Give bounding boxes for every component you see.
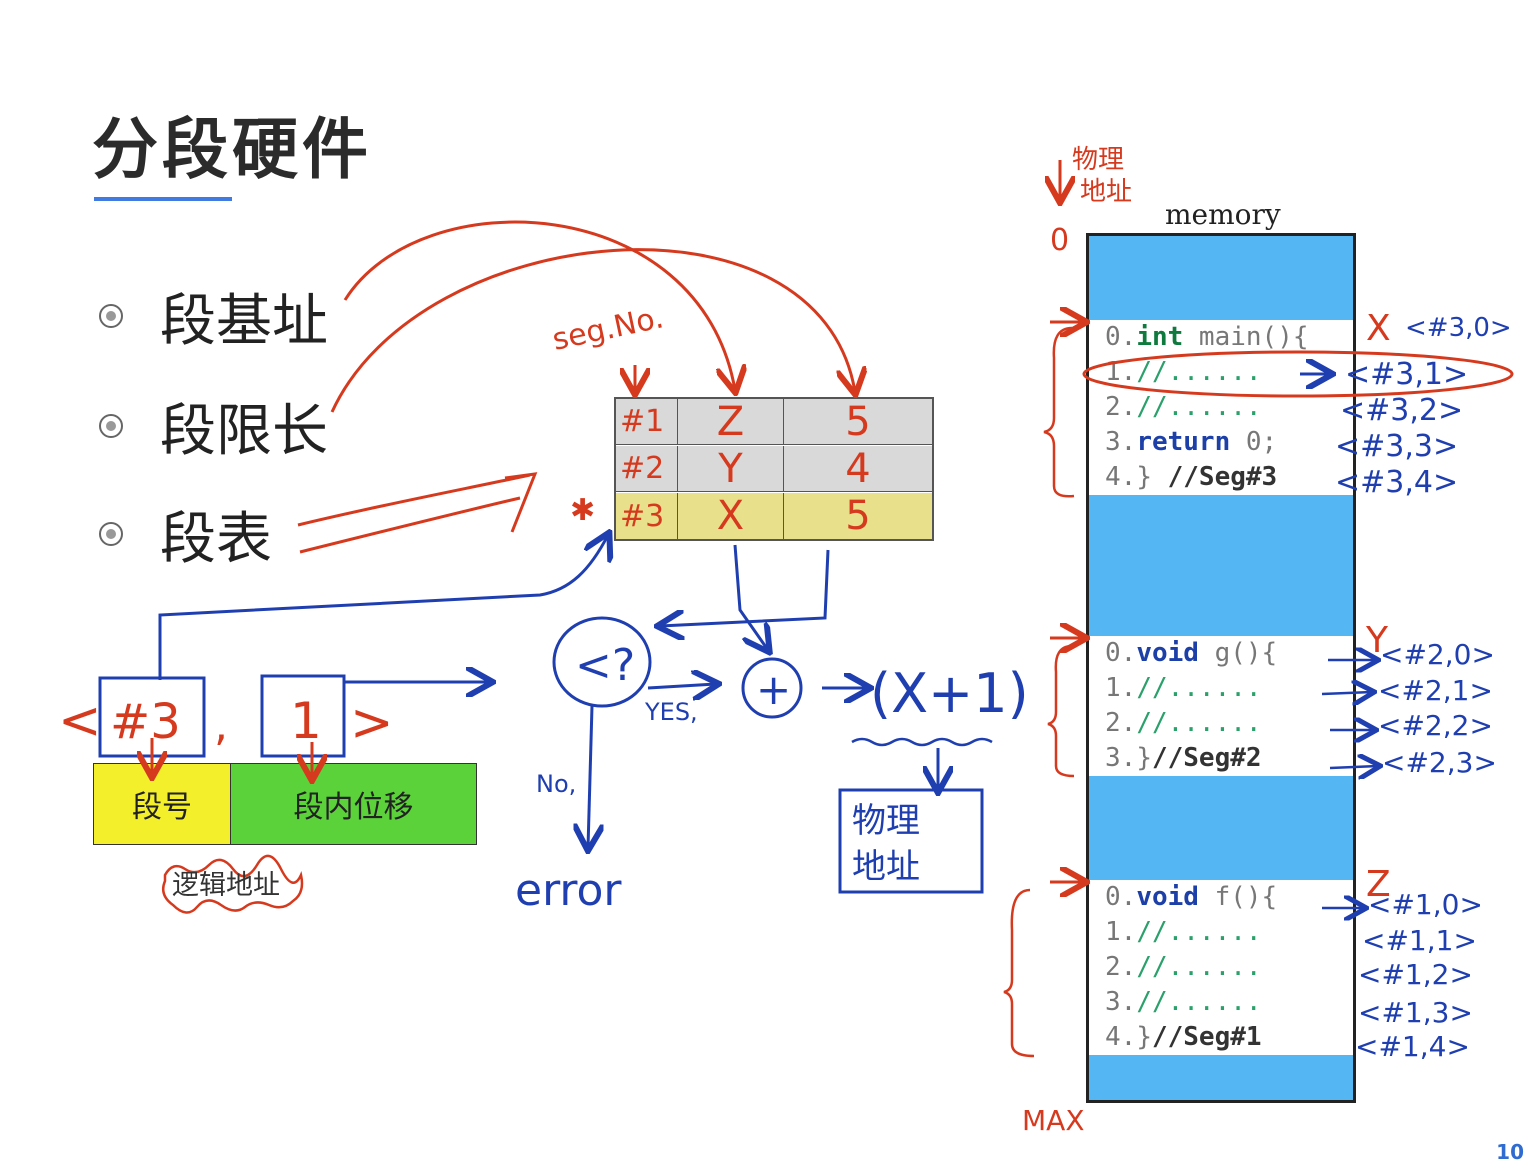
svg-text:YES,: YES, bbox=[644, 698, 698, 726]
svg-text:<#1,0>: <#1,0> bbox=[1368, 888, 1483, 921]
bullet-icon bbox=[99, 522, 123, 546]
segment-base-cell: Y bbox=[678, 446, 784, 492]
svg-text:1: 1 bbox=[290, 692, 322, 750]
bullet-label: 段表 bbox=[160, 506, 272, 572]
svg-text:>: > bbox=[350, 693, 394, 753]
svg-text:Z: Z bbox=[1366, 864, 1391, 905]
bullet-label: 段基址 bbox=[160, 288, 328, 354]
svg-text:<#2,1>: <#2,1> bbox=[1378, 674, 1493, 707]
physical-address-box bbox=[838, 788, 984, 894]
segment-table-row-highlighted: #3 X 5 bbox=[616, 493, 932, 539]
svg-text:<#2,0>: <#2,0> bbox=[1380, 638, 1495, 671]
code-line: 4.}//Seg#1 bbox=[1105, 1022, 1262, 1052]
bullet-segment-base: 段基址 bbox=[96, 284, 656, 354]
svg-text:物理: 物理 bbox=[1072, 145, 1124, 175]
code-line: 1.//...... bbox=[1105, 673, 1262, 703]
error-label: error bbox=[515, 865, 622, 916]
segment-number-cell: #1 bbox=[616, 399, 678, 445]
svg-text:0: 0 bbox=[1050, 223, 1069, 258]
svg-text:<#3,4>: <#3,4> bbox=[1335, 465, 1458, 500]
svg-text:地址: 地址 bbox=[852, 847, 920, 887]
seg-no-annotation: seg.No. bbox=[549, 300, 666, 358]
svg-text:<#3,1>: <#3,1> bbox=[1345, 357, 1468, 392]
arrow-limit-to-table bbox=[330, 248, 855, 413]
code-line: 3.}//Seg#2 bbox=[1105, 743, 1262, 773]
code-line: 3.return 0; bbox=[1105, 427, 1278, 457]
code-line: 1.//...... bbox=[1105, 917, 1262, 947]
logical-address-label: 逻辑地址 bbox=[172, 870, 280, 901]
code-line: 0.int main(){ bbox=[1105, 322, 1309, 352]
svg-text:<#1,1>: <#1,1> bbox=[1362, 924, 1477, 957]
bullet-segment-table: 段表 bbox=[96, 502, 656, 572]
svg-text:<#2,2>: <#2,2> bbox=[1378, 709, 1493, 742]
memory-segment-y: 0.void g(){ 1.//...... 2.//...... 3.}//S… bbox=[1089, 636, 1353, 776]
segment-table-row: #1 Z 5 bbox=[616, 399, 932, 445]
svg-text:+: + bbox=[756, 665, 791, 714]
page-number: 10 bbox=[1496, 1140, 1524, 1164]
adder-node bbox=[741, 657, 803, 719]
segment-y-addresses: <#2,0> <#2,1> <#2,2> <#2,3> bbox=[1378, 638, 1497, 779]
svg-text:X: X bbox=[1366, 308, 1391, 349]
page-title: 分段硬件 bbox=[92, 111, 372, 188]
arrow-base-to-table bbox=[343, 220, 735, 390]
code-line: 0.void f(){ bbox=[1105, 882, 1278, 912]
arrow-limit-to-compare bbox=[660, 549, 830, 626]
bullet-icon bbox=[99, 414, 123, 438]
svg-text:MAX: MAX bbox=[1022, 1104, 1085, 1137]
code-line: 3.//...... bbox=[1105, 987, 1262, 1017]
logical-address-format: 段号 段内位移 bbox=[93, 763, 477, 845]
segment-limit-cell: 5 bbox=[784, 399, 932, 445]
svg-text:<?: <? bbox=[575, 640, 635, 691]
svg-text:<#1,4>: <#1,4> bbox=[1355, 1030, 1470, 1063]
segment-limit-cell: 5 bbox=[845, 493, 871, 539]
memory-segment-z: 0.void f(){ 1.//...... 2.//...... 3.//..… bbox=[1089, 880, 1353, 1055]
segment-number-cell: #3 bbox=[616, 493, 678, 539]
svg-text:<#3,0>: <#3,0> bbox=[1405, 313, 1512, 343]
svg-text:<#1,2>: <#1,2> bbox=[1358, 958, 1473, 991]
memory-segment-x: 0.int main(){ 1.//...... 2.//...... 3.re… bbox=[1089, 320, 1353, 495]
bullet-segment-limit: 段限长 bbox=[96, 394, 656, 464]
segment-number-cell: #2 bbox=[616, 446, 678, 492]
svg-text:<: < bbox=[58, 691, 102, 751]
memory-label: memory bbox=[1165, 198, 1281, 231]
arrow-base-to-add bbox=[733, 544, 768, 650]
svg-text:<#1,3>: <#1,3> bbox=[1358, 996, 1473, 1029]
bullet-icon bbox=[99, 304, 123, 328]
svg-text:<#3,2>: <#3,2> bbox=[1340, 393, 1463, 428]
svg-text:<#3,3>: <#3,3> bbox=[1335, 429, 1458, 464]
svg-text:<#2,3>: <#2,3> bbox=[1382, 746, 1497, 779]
arrow-seg-to-table bbox=[158, 535, 608, 680]
svg-text:物理: 物理 bbox=[852, 801, 920, 841]
highlight-ellipse bbox=[1082, 350, 1514, 398]
code-line: 2.//...... bbox=[1105, 952, 1262, 982]
segment-base-cell: X bbox=[678, 493, 784, 539]
segment-base-cell: Z bbox=[678, 399, 784, 445]
segment-table: #1 Z 5 #2 Y 4 #3 X 5 bbox=[614, 397, 934, 541]
star-mark: ✱ bbox=[570, 493, 595, 528]
code-line: 2.//...... bbox=[1105, 392, 1262, 422]
code-line: 1.//...... bbox=[1105, 357, 1262, 387]
segment-limit-cell: 4 bbox=[784, 446, 932, 492]
bullet-label: 段限长 bbox=[160, 398, 328, 464]
segment-z-addresses: <#1,0> <#1,1> <#1,2> <#1,3> <#1,4> bbox=[1355, 888, 1483, 1063]
compare-node bbox=[552, 616, 652, 708]
code-line: 4.} //Seg#3 bbox=[1105, 462, 1278, 492]
title-underline bbox=[94, 197, 232, 201]
code-line: 0.void g(){ bbox=[1105, 638, 1278, 668]
segment-offset-field: 段内位移 bbox=[231, 764, 476, 844]
svg-text:,: , bbox=[214, 700, 228, 751]
arrow-table-pointer bbox=[297, 473, 531, 527]
svg-text:No,: No, bbox=[536, 770, 576, 798]
code-line: 2.//...... bbox=[1105, 708, 1262, 738]
svg-text:#3: #3 bbox=[110, 694, 181, 750]
svg-text:地址: 地址 bbox=[1080, 177, 1132, 207]
segment-table-row: #2 Y 4 bbox=[616, 446, 932, 492]
segment-x-addresses: <#3,0> <#3,1> <#3,2> <#3,3> <#3,4> bbox=[1335, 313, 1512, 500]
physical-sum: (X+1) bbox=[870, 662, 1029, 725]
memory-block: 0.int main(){ 1.//...... 2.//...... 3.re… bbox=[1086, 233, 1356, 1103]
